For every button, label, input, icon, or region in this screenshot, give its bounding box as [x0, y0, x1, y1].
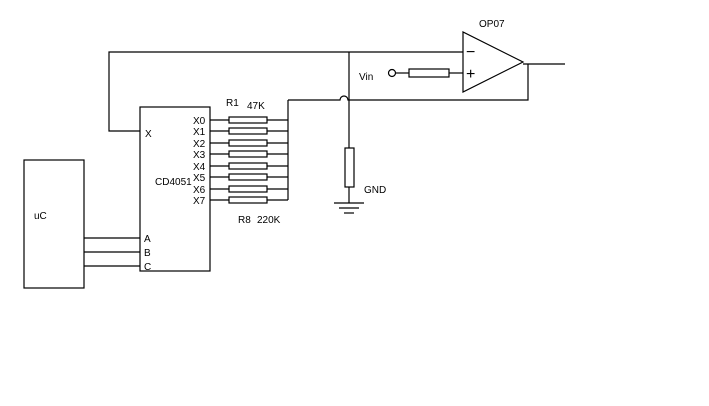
- opamp-triangle: [462, 31, 525, 93]
- mux-pin-x6: X6: [193, 185, 206, 196]
- ground-label: GND: [364, 185, 386, 196]
- resistor-r8: [228, 196, 268, 204]
- mux-pin-x1: X1: [193, 127, 206, 138]
- mux-pin-x4: X4: [193, 162, 206, 173]
- vin-label: Vin: [359, 72, 373, 83]
- resistor-r2: [228, 127, 268, 135]
- feedback-wire: [108, 51, 463, 132]
- mux-pin-x2: X2: [193, 139, 206, 150]
- resistor-r6: [228, 173, 268, 181]
- resistor-r8-value: 220K: [257, 215, 281, 226]
- resistor-bank: [210, 100, 289, 204]
- mux-part-label: CD4051: [155, 177, 192, 188]
- input-resistor: [408, 68, 450, 78]
- mux-pin-b: B: [144, 248, 151, 259]
- mux-common-pin: X: [145, 129, 152, 140]
- resistor-r7: [228, 185, 268, 193]
- microcontroller-block: [23, 159, 85, 289]
- opamp-minus-sign: −: [466, 44, 475, 61]
- resistor-r8-name: R8: [238, 215, 251, 226]
- microcontroller-label: uC: [34, 211, 47, 222]
- mux-chip: [139, 106, 211, 272]
- select-lines: [84, 237, 140, 267]
- opamp-part-label: OP07: [479, 19, 505, 30]
- resistor-r4: [228, 150, 268, 158]
- mux-pin-x7: X7: [193, 196, 206, 207]
- vin-terminal: [387, 68, 397, 78]
- resistor-r1-name: R1: [226, 98, 239, 109]
- mux-pin-x3: X3: [193, 150, 206, 161]
- resistor-r1: [228, 116, 268, 124]
- resistor-r5: [228, 162, 268, 170]
- opamp-plus-sign: +: [466, 66, 475, 83]
- resistor-r3: [228, 139, 268, 147]
- mux-pin-a: A: [144, 234, 151, 245]
- ground-symbol: [334, 202, 364, 214]
- resistor-r1-value: 47K: [247, 101, 265, 112]
- ground-resistor: [344, 147, 355, 188]
- sense-wire: [288, 64, 529, 101]
- mux-pin-x0: X0: [193, 116, 206, 127]
- mux-pin-c: C: [144, 262, 151, 273]
- mux-pin-x5: X5: [193, 173, 206, 184]
